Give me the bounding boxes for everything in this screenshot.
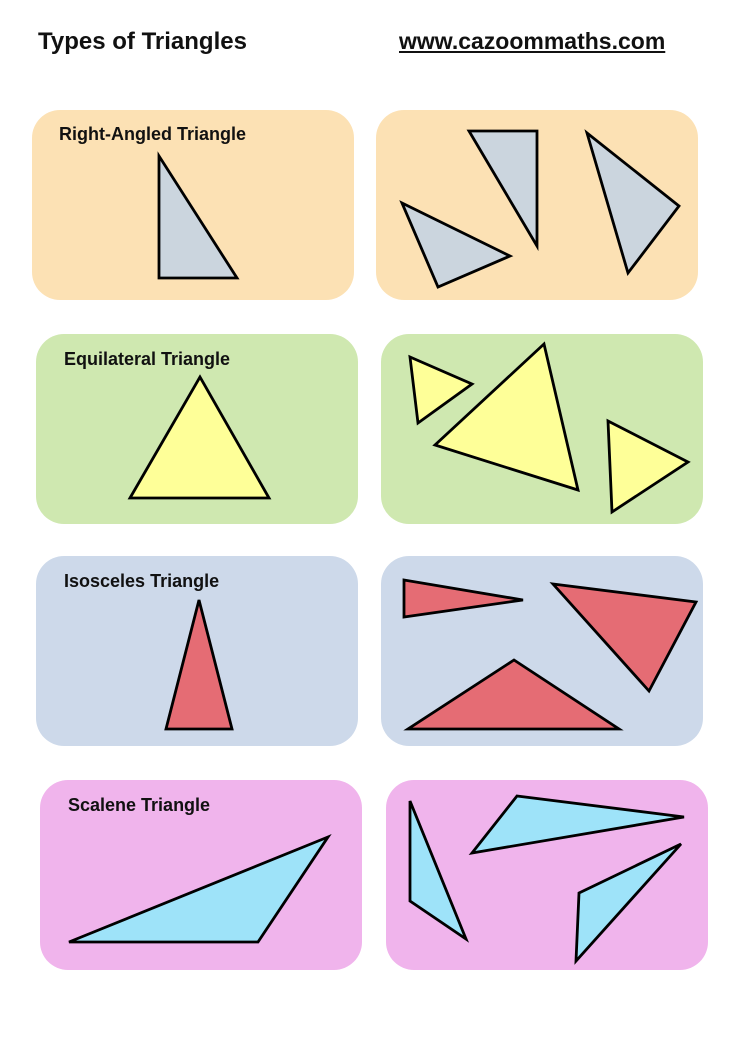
equilateral-example-shape bbox=[127, 374, 272, 500]
isosceles-gallery-shapes bbox=[402, 578, 699, 731]
website-link[interactable]: www.cazoommaths.com bbox=[399, 28, 666, 54]
right-angled-triangle bbox=[584, 129, 681, 277]
right-angled-example-card: Right-Angled Triangle bbox=[32, 110, 354, 300]
scalene-example-shape bbox=[68, 833, 332, 944]
right-angled-gallery-card bbox=[376, 110, 698, 300]
equilateral-gallery-shapes bbox=[408, 341, 691, 515]
scalene-triangle bbox=[68, 833, 332, 944]
equilateral-example-card: Equilateral Triangle bbox=[36, 334, 358, 524]
right-angled-triangle bbox=[399, 200, 514, 289]
isosceles-label: Isosceles Triangle bbox=[64, 571, 220, 591]
scalene-triangle bbox=[468, 794, 685, 855]
right-angled-triangle bbox=[157, 151, 240, 280]
scalene-label: Scalene Triangle bbox=[68, 795, 211, 815]
scalene-gallery-shapes bbox=[408, 794, 685, 965]
isosceles-triangle bbox=[164, 599, 234, 731]
right-angled-label: Right-Angled Triangle bbox=[59, 124, 246, 144]
equilateral-triangle bbox=[127, 374, 272, 500]
isosceles-example-shape bbox=[164, 599, 234, 731]
equilateral-triangle bbox=[432, 341, 580, 493]
equilateral-triangle bbox=[606, 418, 691, 515]
scalene-example-card: Scalene Triangle bbox=[40, 780, 362, 970]
right-angled-gallery-shapes bbox=[399, 129, 681, 289]
page-title: Types of Triangles bbox=[38, 28, 247, 55]
scalene-triangle bbox=[574, 842, 683, 965]
equilateral-gallery-card bbox=[381, 334, 703, 524]
scalene-gallery-card bbox=[386, 780, 708, 970]
isosceles-example-card: Isosceles Triangle bbox=[36, 556, 358, 746]
equilateral-triangle bbox=[408, 354, 475, 426]
isosceles-gallery-card bbox=[381, 556, 703, 746]
right-angled-example-shape bbox=[157, 151, 240, 280]
isosceles-triangle bbox=[402, 578, 524, 619]
isosceles-triangle bbox=[403, 658, 624, 731]
isosceles-triangle bbox=[549, 582, 699, 694]
right-angled-triangle bbox=[466, 129, 539, 252]
scalene-triangle bbox=[408, 800, 470, 943]
equilateral-label: Equilateral Triangle bbox=[64, 349, 231, 369]
